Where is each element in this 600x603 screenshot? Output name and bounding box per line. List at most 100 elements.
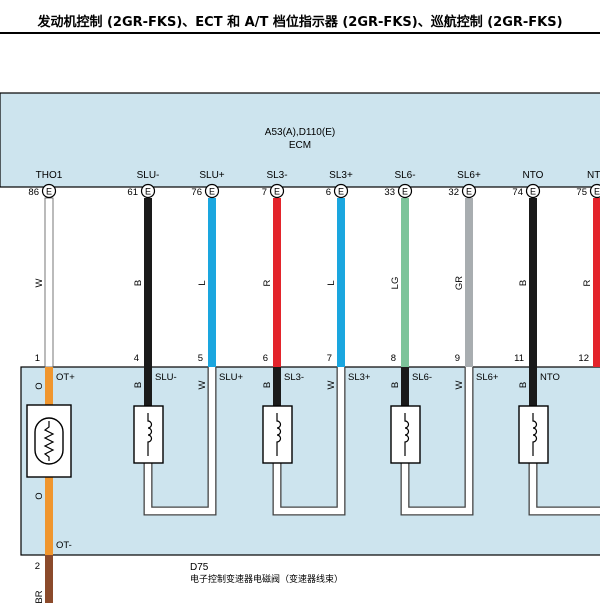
solenoid-neg-label: SL3- xyxy=(284,372,304,383)
wire-code: L xyxy=(197,280,208,285)
ecm-terminal-pin: 86 xyxy=(28,187,39,198)
harness-wire-sl6-segment xyxy=(401,198,409,367)
ecm-terminal-name: SLU- xyxy=(137,170,160,181)
solenoid-sl6: B SL6- W SL6+ xyxy=(390,372,499,464)
wire-code: B xyxy=(518,280,529,286)
d75-pin: 1 xyxy=(35,353,40,364)
d75-pin: 9 xyxy=(455,353,460,364)
connector-e-letter: E xyxy=(594,187,600,197)
sensor-top-label: OT+ xyxy=(56,372,75,383)
harness-wire-sl6 xyxy=(465,198,473,367)
ecm-terminal-sl3-neg: SL3- 7 E R xyxy=(262,170,288,286)
d75-code: D75 xyxy=(190,562,209,573)
solenoid-pos-code: W xyxy=(197,380,208,389)
ecm-terminal-slu-neg: SLU- 61 E B xyxy=(127,170,159,286)
ecm-terminal-pin: 61 xyxy=(127,187,138,198)
ecm-terminal-name: SL6- xyxy=(394,170,415,181)
solenoid-return-wire-2 xyxy=(401,367,473,515)
solenoid-pos-label: SL6+ xyxy=(476,372,499,383)
solenoid-neg-wire-3-segment xyxy=(529,367,537,406)
connector-e-marker xyxy=(333,183,349,199)
ecm-terminal-nt: NT 75 E R xyxy=(576,170,600,286)
ecm-connector-ref: A53(A),D110(E) xyxy=(265,127,335,138)
wires-layer xyxy=(44,197,600,603)
oil-temp-sensor: OT+ O O OT- 2 BR xyxy=(26,372,75,603)
d75-pin: 5 xyxy=(198,353,203,364)
wire-code: R xyxy=(262,279,273,286)
solenoid-pos-label: SL3+ xyxy=(348,372,371,383)
ecm-terminal-pin: 6 xyxy=(326,187,331,198)
connector-e-marker xyxy=(461,183,477,199)
ecm-terminal-slu-pos: SLU+ 76 E L xyxy=(191,170,224,286)
harness-wire-nto xyxy=(529,198,537,367)
ecm-terminal-name: SL3- xyxy=(266,170,287,181)
connector-e-letter: E xyxy=(46,187,52,197)
wire-code: R xyxy=(582,279,593,286)
connector-e-letter: E xyxy=(402,187,408,197)
ecm-terminal-name: SL6+ xyxy=(457,170,481,181)
page-title: 发动机控制 (2GR-FKS)、ECT 和 A/T 档位指示器 (2GR-FKS… xyxy=(37,15,563,30)
solenoid-nt: B NTO xyxy=(518,372,560,464)
solenoid-pos-code: W xyxy=(454,380,465,389)
ecm-terminal-sl6-neg: SL6- 33 E LG xyxy=(384,170,415,289)
solenoid-neg-wire-1 xyxy=(273,367,281,406)
ecm-terminal-name: SL3+ xyxy=(329,170,353,181)
solenoid-neg-wire-3 xyxy=(529,367,537,406)
wire-code: B xyxy=(133,280,144,286)
sensor-pin-out: 2 xyxy=(35,561,40,572)
solenoid-neg-wire-0-segment xyxy=(144,367,152,406)
d75-description: 电子控制变速器电磁阀（变速器线束） xyxy=(190,573,343,585)
d75-pin: 6 xyxy=(263,353,268,364)
solenoid-neg-code: B xyxy=(262,382,273,388)
harness-wire-sl3 xyxy=(337,198,345,367)
coil-icon xyxy=(276,413,282,456)
ecm-terminal-pin: 33 xyxy=(384,187,395,198)
sensor-wire-bottom xyxy=(45,477,53,555)
connector-e-letter: E xyxy=(145,187,151,197)
harness-wire-sl3-segment xyxy=(273,198,281,367)
connector-e-letter: E xyxy=(209,187,215,197)
harness-wire-nt xyxy=(593,198,600,367)
solenoid-neg-wire-2 xyxy=(401,367,409,406)
wire-code: LG xyxy=(390,277,401,290)
harness-wire-slu xyxy=(208,198,216,367)
connector-e-letter: E xyxy=(466,187,472,197)
solenoid-pos-code: W xyxy=(326,380,337,389)
solenoid-sl3: B SL3- W SL3+ xyxy=(262,372,371,464)
solenoid-neg-wire-0 xyxy=(144,367,152,406)
solenoid-return-wire-1 xyxy=(273,367,345,515)
d75-pin: 8 xyxy=(391,353,396,364)
ecm-terminal-pin: 74 xyxy=(512,187,523,198)
ecm-name: ECM xyxy=(289,140,311,151)
harness-wire-tho1-segment xyxy=(44,197,54,368)
connector-e-letter: E xyxy=(530,187,536,197)
sensor-wire-bottom-segment xyxy=(45,477,53,555)
sensor-bottom-label: OT- xyxy=(56,540,72,551)
sensor-wire-top xyxy=(45,367,53,405)
harness-wire-nto-segment xyxy=(529,198,537,367)
ecm-terminal-name: SLU+ xyxy=(199,170,224,181)
solenoid-neg-code: B xyxy=(133,382,144,388)
sensor-wire-top-segment xyxy=(45,367,53,405)
ecm-block: A53(A),D110(E) ECM xyxy=(0,92,600,188)
d75-block xyxy=(20,366,600,556)
connector-e-marker xyxy=(269,183,285,199)
sensor-wire-code: O xyxy=(34,492,45,499)
solenoid-neg-code: B xyxy=(390,382,401,388)
solenoid-neg-label: SLU- xyxy=(155,372,177,383)
ecm-terminal-pin: 76 xyxy=(191,187,202,198)
title-rule xyxy=(0,32,600,34)
d75-pin: 7 xyxy=(327,353,332,364)
connector-e-letter: E xyxy=(274,187,280,197)
harness-wire-nt-segment xyxy=(593,198,600,367)
connector-e-marker xyxy=(41,183,57,199)
harness-wire-sl6 xyxy=(401,198,409,367)
wire-code: L xyxy=(326,280,337,285)
ecm-terminal-sl6-pos: SL6+ 32 E GR xyxy=(448,170,481,290)
ecm-terminal-nto: NTO 74 E B xyxy=(512,170,543,286)
harness-wire-tho1 xyxy=(44,197,54,368)
harness-wire-slu-segment xyxy=(144,198,152,367)
solenoid-return-wire-0 xyxy=(144,367,216,515)
harness-wire-sl3-segment xyxy=(337,198,345,367)
solenoid-neg-wire-2-segment xyxy=(401,367,409,406)
